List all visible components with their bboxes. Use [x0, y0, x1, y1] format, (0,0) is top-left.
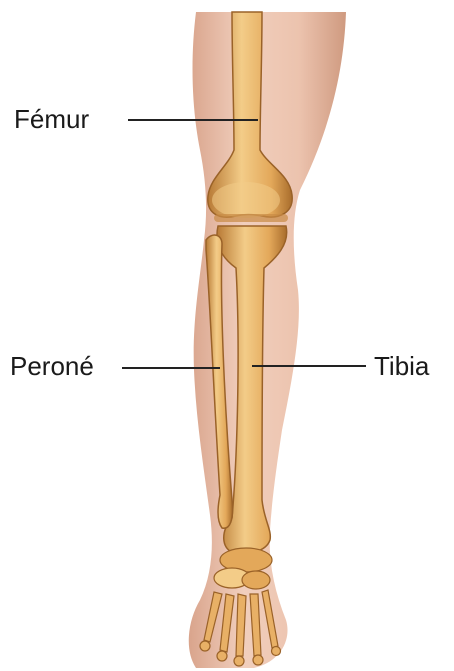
perone-label: Peroné [10, 351, 94, 381]
femur-label: Fémur [14, 104, 89, 134]
tibia-label: Tibia [374, 351, 429, 381]
knee-joint [214, 214, 288, 222]
